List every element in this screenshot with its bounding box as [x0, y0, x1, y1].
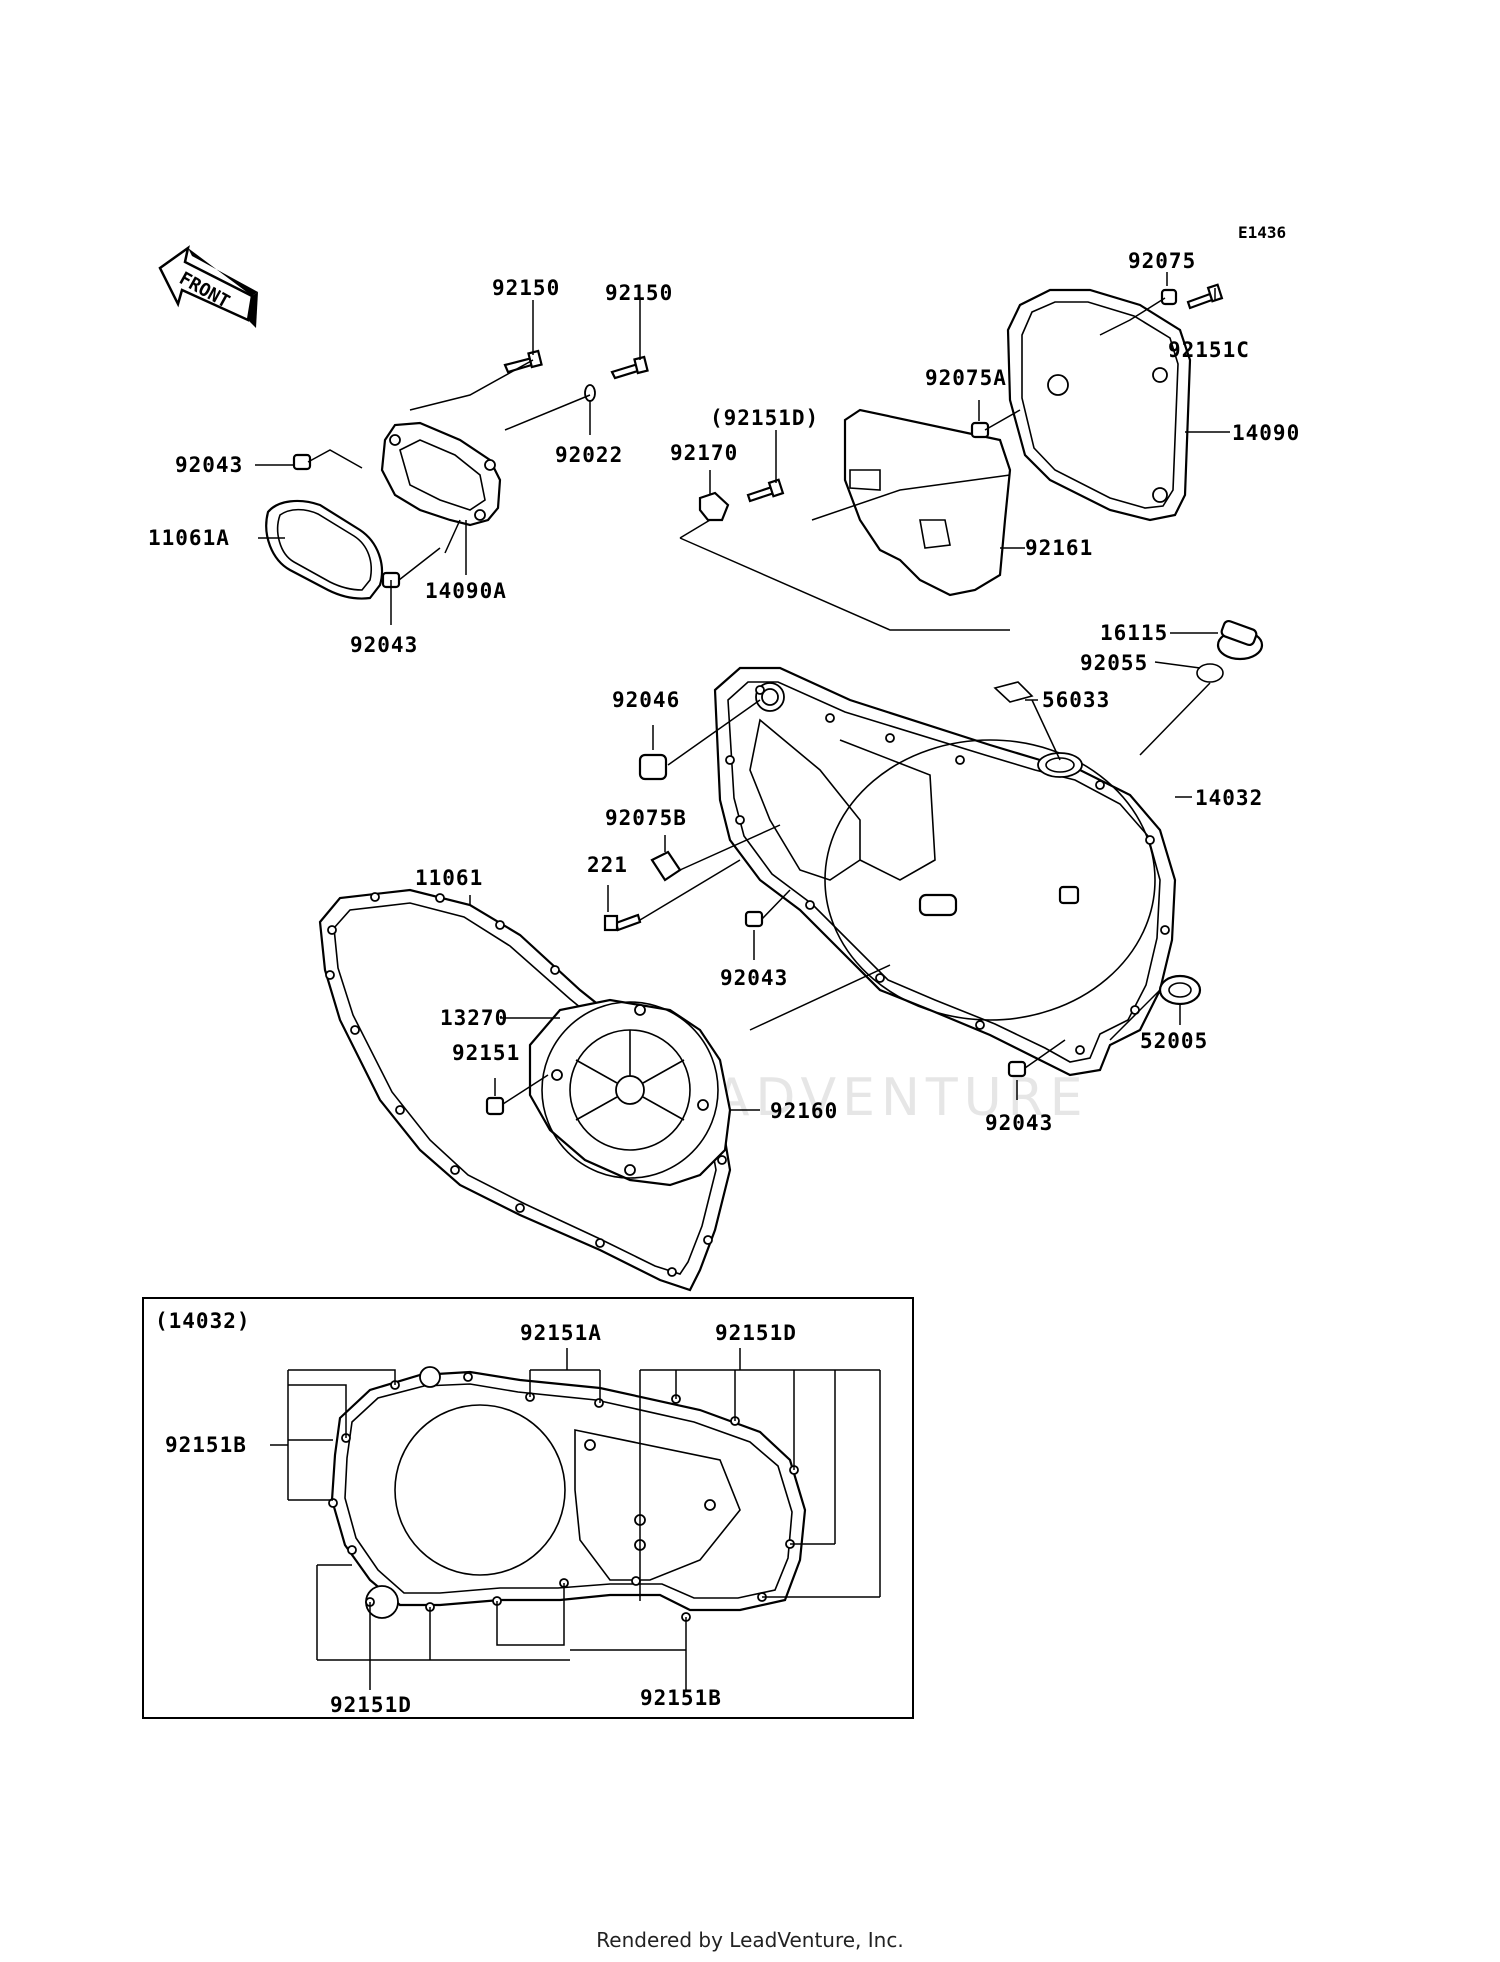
inset-label-92151d: 92151D: [715, 1321, 797, 1345]
label-11061: 11061: [415, 866, 483, 890]
diagram-code: E1436: [1238, 223, 1286, 242]
label-92022: 92022: [555, 443, 623, 467]
inset-label-92151b: 92151B: [165, 1433, 247, 1457]
label-14090: 14090: [1232, 421, 1300, 445]
label-14032: 14032: [1195, 786, 1263, 810]
inset-detail-14032: [142, 1297, 914, 1719]
inset-title: (14032): [155, 1309, 251, 1333]
small-cover-group: [265, 349, 649, 600]
label-52005: 52005: [1140, 1029, 1208, 1053]
label-13270: 13270: [440, 1006, 508, 1030]
label-92043-a: 92043: [175, 453, 243, 477]
label-56033: 56033: [1042, 688, 1110, 712]
label-92046: 92046: [612, 688, 680, 712]
inset-label-92151a: 92151A: [520, 1321, 602, 1345]
label-16115: 16115: [1100, 621, 1168, 645]
label-92043-d: 92043: [985, 1111, 1053, 1135]
inner-cover-92160: [528, 998, 732, 1187]
label-92043-b: 92043: [350, 633, 418, 657]
label-92075b: 92075B: [605, 806, 687, 830]
gasket-11061a: [265, 499, 384, 600]
footer-credit: Rendered by LeadVenture, Inc.: [596, 1928, 904, 1952]
outer-cover-group: [698, 283, 1224, 597]
cover-14090a: [380, 421, 502, 527]
inset-label-92151d-2: 92151D: [330, 1693, 412, 1717]
label-92075: 92075: [1128, 249, 1196, 273]
label-92150-b: 92150: [605, 281, 673, 305]
front-arrow-icon: FRONT: [158, 245, 258, 328]
label-11061a: 11061A: [148, 526, 230, 550]
cover-92161: [843, 408, 1012, 597]
label-92160: 92160: [770, 1099, 838, 1123]
label-92151: 92151: [452, 1041, 520, 1065]
label-92043-c: 92043: [720, 966, 788, 990]
label-92150-a: 92150: [492, 276, 560, 300]
label-92161: 92161: [1025, 536, 1093, 560]
cover-14090: [1006, 288, 1192, 522]
label-92055: 92055: [1080, 651, 1148, 675]
label-221: 221: [587, 853, 628, 877]
label-92075a: 92075A: [925, 366, 1007, 390]
clutch-cover-14032: [713, 666, 1177, 1077]
label-14090a: 14090A: [425, 579, 507, 603]
label-92151d-paren: (92151D): [710, 406, 819, 430]
label-92151c: 92151C: [1168, 338, 1250, 362]
label-92170: 92170: [670, 441, 738, 465]
inset-label-92151b-2: 92151B: [640, 1686, 722, 1710]
